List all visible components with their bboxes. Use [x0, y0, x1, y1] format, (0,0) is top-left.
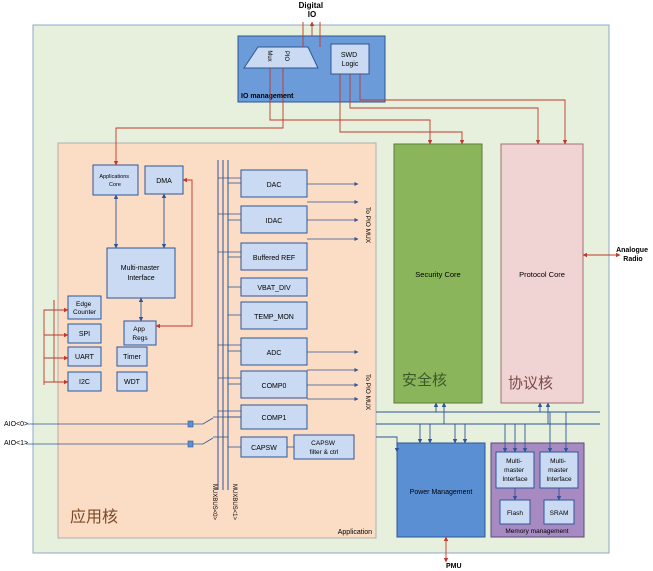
- svg-text:CAPSW filter & ctrl: CAPSW filter & ctrl: [310, 440, 339, 456]
- flash-block: [499, 499, 531, 525]
- svg-text:WDT: WDT: [124, 379, 141, 386]
- svg-text:Multi-master Interface: Multi-master Interface: [121, 265, 161, 282]
- adc-block: ADC: [240, 337, 308, 366]
- mux-trapezoid: [243, 46, 319, 69]
- svg-text:ADC: ADC: [267, 350, 282, 357]
- capsw-block: CAPSW: [240, 436, 288, 458]
- svg-text:Multi- master Inte: Multi- master Interface: [502, 458, 528, 483]
- svg-text:SPI: SPI: [79, 331, 90, 338]
- dma-block: DMA: [144, 165, 184, 195]
- svg-text:Power Management: Power Management: [410, 489, 473, 496]
- swd-logic-label: SWD Logic: [341, 52, 359, 68]
- muxbus1-label: MUXBUS<1>: [231, 484, 237, 521]
- uart-block: UART: [67, 346, 102, 367]
- mm-right-block: [539, 451, 579, 489]
- svg-text:CAPSW: CAPSW: [251, 445, 277, 452]
- edge-counter-block: Edge Counter: [67, 295, 102, 320]
- comp0-block: COMP0: [240, 370, 308, 399]
- timer-block: Timer: [116, 346, 148, 367]
- mux-label: Mux: [266, 50, 272, 61]
- memory-management-label: Memory management: [505, 528, 568, 535]
- aio0-label: AIO<0>: [4, 421, 28, 428]
- svg-text:Flash: Flash: [507, 510, 523, 517]
- spi-block: SPI: [67, 323, 102, 344]
- idac-block: IDAC: [240, 205, 308, 234]
- svg-text:SRAM: SRAM: [550, 510, 569, 517]
- swd-logic-block: [330, 43, 370, 75]
- svg-text:COMP0: COMP0: [262, 383, 287, 390]
- svg-text:Multi- master Inte: Multi- master Interface: [546, 458, 572, 483]
- application-label: Application: [338, 529, 372, 536]
- applications-core-block: Applications Core: [92, 164, 139, 196]
- i2c-block: I2C: [67, 371, 102, 392]
- dac-block: DAC: [240, 169, 308, 198]
- memory-management-block: Multi- master Interface Multi- master In…: [490, 442, 585, 538]
- protocol-core-block: Protocol Core 协议核: [500, 143, 584, 404]
- multi-master-interface-block: Multi-master Interface: [106, 247, 176, 299]
- to-pio-mux-2-label: To PIO MUX: [364, 374, 371, 411]
- svg-text:COMP1: COMP1: [262, 415, 287, 422]
- pio-label: PIO: [283, 51, 289, 62]
- application-region: 应用核 Application: [57, 142, 377, 539]
- to-pio-mux-1-label: To PIO MUX: [364, 207, 371, 244]
- svg-text:Security Core: Security Core: [415, 270, 460, 279]
- svg-text:VBAT_DIV: VBAT_DIV: [257, 285, 291, 292]
- svg-text:App Regs: App Regs: [132, 326, 148, 342]
- mm-left-block: [495, 451, 535, 489]
- io-management-label: IO management: [241, 93, 294, 100]
- app-regs-block: App Regs: [123, 320, 157, 346]
- aio1-label: AIO<1>: [4, 440, 28, 447]
- temp-mon-block: TEMP_MON: [240, 301, 308, 330]
- svg-text:Timer: Timer: [123, 354, 141, 361]
- analogue-radio-label: Analogue Radio: [616, 247, 650, 263]
- comp1-block: COMP1: [240, 404, 308, 430]
- muxbus0-label: MUXBUS<0>: [211, 484, 217, 521]
- io-management-block: Mux PIO SWD Logic IO management: [237, 35, 386, 103]
- power-management-block: Power Management: [396, 442, 486, 538]
- svg-text:I2C: I2C: [79, 379, 90, 386]
- sram-block: [543, 499, 575, 525]
- buffered-ref-block: Buffered REF: [240, 242, 308, 271]
- svg-text:DAC: DAC: [267, 182, 282, 189]
- svg-text:UART: UART: [75, 354, 95, 361]
- pmu-label: PMU: [446, 563, 462, 570]
- svg-text:DMA: DMA: [156, 178, 172, 185]
- wdt-block: WDT: [116, 371, 148, 392]
- digital-io-label: Digital IO: [299, 1, 326, 19]
- svg-text:TEMP_MON: TEMP_MON: [254, 314, 294, 321]
- security-core-block: Security Core 安全核: [393, 143, 483, 404]
- svg-text:Edge Counter: Edge Counter: [73, 301, 97, 316]
- svg-text:Protocol Core: Protocol Core: [519, 270, 565, 279]
- capsw-filter-block: CAPSW filter & ctrl: [293, 434, 355, 460]
- app-cn-label: 应用核: [70, 507, 118, 526]
- security-cn-label: 安全核: [402, 371, 447, 389]
- svg-text:Buffered REF: Buffered REF: [253, 255, 295, 262]
- svg-text:IDAC: IDAC: [266, 218, 283, 225]
- vbat-div-block: VBAT_DIV: [240, 277, 308, 297]
- protocol-cn-label: 协议核: [508, 375, 553, 392]
- svg-text:Applications Core: Applications Core: [99, 174, 130, 188]
